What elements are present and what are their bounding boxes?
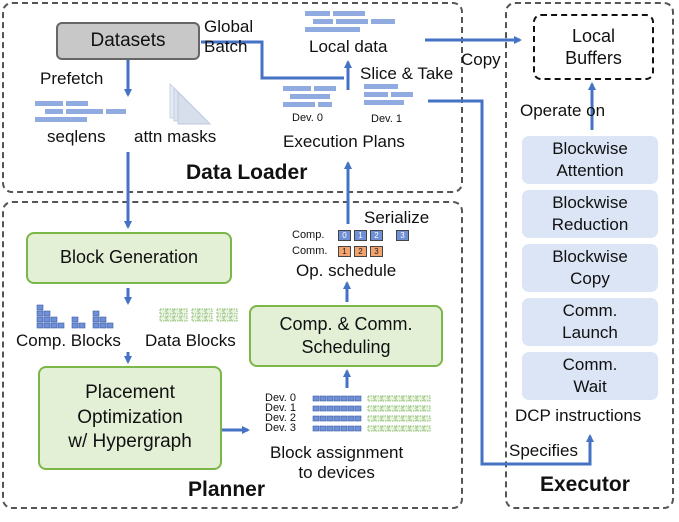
local-buffers-line1: Local	[571, 25, 615, 46]
placement-line2: Optimization	[77, 406, 183, 428]
device-label: Dev. 0	[265, 392, 296, 404]
comm-row-label: Comm.	[292, 245, 328, 257]
comp-blocks-icon	[36, 304, 114, 329]
data-loader-region	[2, 2, 463, 193]
device-label: Dev. 3	[265, 422, 296, 434]
comm-cell: 1	[338, 246, 351, 257]
attn-masks-icon	[169, 82, 212, 125]
slice-take-label: Slice & Take	[360, 64, 454, 83]
planner-title: Planner	[188, 478, 266, 501]
comm-cell: 2	[354, 246, 367, 257]
comp-cell: 2	[370, 230, 383, 241]
local-data-bars	[305, 11, 395, 32]
local-buffers-line2: Buffers	[565, 48, 622, 68]
dev0-plan-label: Dev. 0	[292, 112, 323, 124]
instruction-comm-launch: Comm.Launch	[522, 298, 658, 346]
placement-optimization-box: Placement Optimization w/ Hypergraph	[38, 366, 222, 470]
dev0-plan-bars	[283, 86, 336, 107]
executor-region	[505, 2, 674, 509]
device-label: Dev. 1	[265, 402, 296, 414]
block-assignment-grid	[312, 395, 431, 432]
local-data-label: Local data	[309, 37, 388, 56]
executor-title: Executor	[540, 473, 630, 496]
specifies-label: Specifies	[509, 441, 578, 460]
dev1-plan-bars	[364, 84, 413, 105]
comp-cell: 1	[354, 230, 367, 241]
seqlens-bars	[35, 101, 126, 122]
comp-blocks-label: Comp. Blocks	[16, 331, 121, 350]
local-buffers-box: Local Buffers	[533, 14, 654, 80]
serialize-label: Serialize	[364, 208, 430, 227]
comm-cell: 3	[370, 246, 383, 257]
comp-row-label: Comp.	[292, 229, 325, 241]
attn-masks-label: attn masks	[134, 127, 217, 146]
data-blocks-icon	[159, 308, 238, 322]
execution-plans-label: Execution Plans	[283, 132, 405, 151]
data-blocks-label: Data Blocks	[145, 331, 236, 350]
comp-cell: 3	[396, 230, 409, 241]
scheduling-box: Comp. & Comm. Scheduling	[249, 305, 443, 367]
dcp-instructions-label: DCP instructions	[515, 406, 642, 425]
seqlens-label: seqlens	[47, 127, 106, 146]
scheduling-line2: Scheduling	[301, 337, 391, 357]
placement-line1: Placement	[85, 381, 175, 403]
scheduling-line1: Comp. & Comm.	[279, 313, 413, 334]
block-generation-box: Block Generation	[26, 232, 232, 284]
instruction-comm-wait: Comm.Wait	[522, 352, 658, 400]
global-batch-line	[201, 40, 344, 80]
planner-region	[2, 201, 463, 509]
copy-label: Copy	[461, 50, 501, 69]
prefetch-label: Prefetch	[40, 69, 104, 88]
specifies-arrow	[428, 99, 594, 466]
block-generation-label: Block Generation	[59, 247, 199, 268]
placement-line3: w/ Hypergraph	[68, 431, 192, 453]
global-batch-label: Global Batch	[204, 17, 254, 56]
operate-on-label: Operate on	[520, 101, 606, 120]
datasets-label: Datasets	[90, 30, 166, 51]
comp-cell: 0	[338, 230, 351, 241]
op-schedule-label: Op. schedule	[296, 261, 397, 280]
datasets-box: Datasets	[56, 22, 200, 60]
device-label: Dev. 2	[265, 412, 296, 424]
dev1-plan-label: Dev. 1	[371, 113, 402, 125]
data-loader-title: Data Loader	[186, 161, 308, 184]
block-assignment-label: Block assignment to devices	[270, 443, 404, 482]
